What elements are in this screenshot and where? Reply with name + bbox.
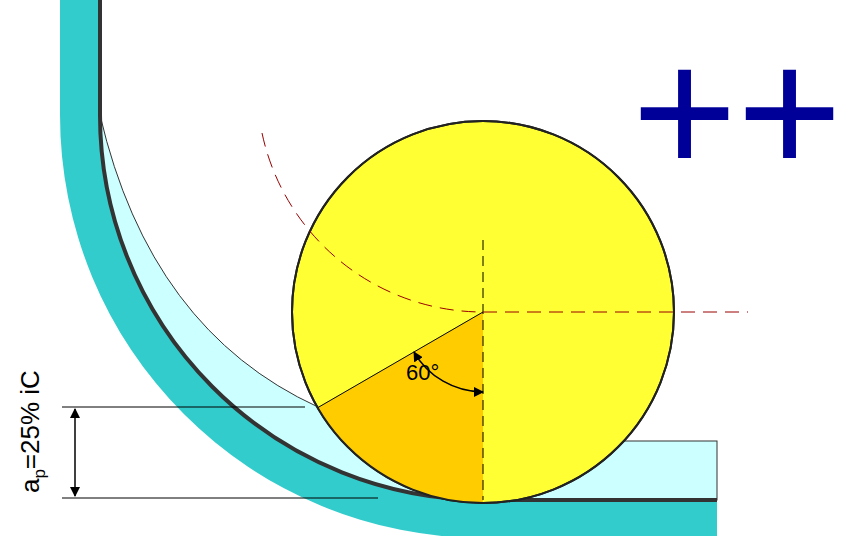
rating-symbol: ++ (632, 22, 842, 202)
angle-label: 60° (406, 362, 439, 384)
radius-line (318, 312, 483, 408)
dimension-subscript: p (30, 470, 49, 479)
tool-path (483, 312, 748, 313)
chip-edge (100, 115, 318, 407)
extension-line (62, 407, 305, 408)
depth-of-cut-label: ap=25% iC (16, 371, 47, 494)
dimension-symbol: a (14, 479, 44, 493)
extension-line (62, 498, 378, 499)
engagement-sector (318, 312, 483, 503)
center-line (483, 240, 484, 500)
dimension-arrow (74, 409, 76, 496)
workpiece-band (60, 0, 717, 536)
tool-path-arc (262, 133, 483, 312)
dimension-value: =25% iC (14, 371, 44, 470)
